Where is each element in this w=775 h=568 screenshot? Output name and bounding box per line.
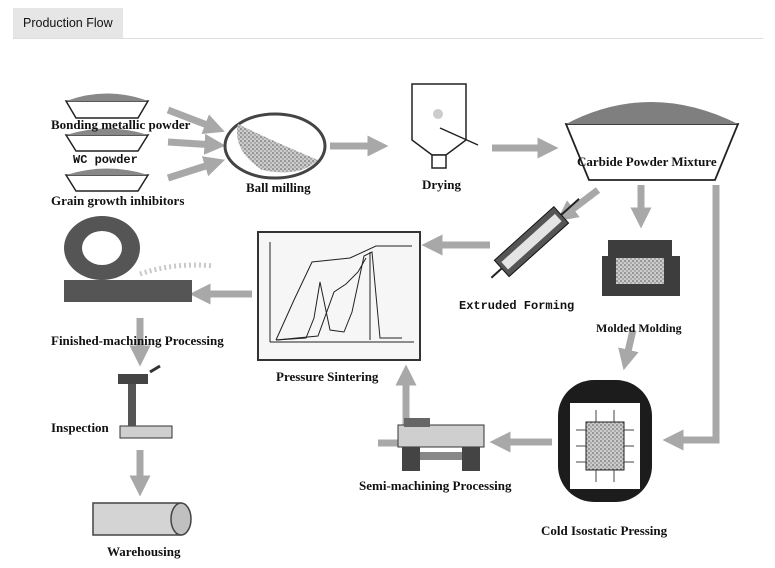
arrow-bonding-to-mill	[166, 106, 225, 135]
cold-isostatic-press	[558, 380, 652, 502]
grinding-wheel	[64, 216, 215, 302]
label-ball-milling: Ball milling	[246, 180, 311, 195]
inhibitors-bowl	[64, 168, 150, 192]
label-semi-machining: Semi-machining Processing	[359, 478, 512, 493]
arrow-mixture-to-extruded	[556, 187, 601, 222]
bonding-powder-bowl	[64, 93, 150, 119]
mold-block	[602, 240, 680, 296]
label-inspection: Inspection	[51, 420, 109, 435]
arrow-mixture-to-cip	[662, 185, 720, 451]
arrow-molded-to-cip	[618, 329, 639, 371]
flow-arrows	[129, 106, 720, 497]
label-drying: Drying	[422, 177, 461, 192]
microscope	[118, 364, 173, 439]
label-warehousing: Warehousing	[107, 544, 181, 559]
sintering-chart-panel	[257, 231, 421, 361]
carbide-mixture-bowl	[564, 102, 740, 181]
label-carbide-mixture: Carbide Powder Mixture	[577, 154, 717, 169]
label-finished-machining: Finished-machining Processing	[51, 333, 224, 348]
label-grain-inhibitors: Grain growth inhibitors	[51, 193, 185, 208]
label-bonding-powder: Bonding metallic powder	[51, 117, 191, 132]
wc-powder-bowl	[64, 128, 150, 152]
label-wc-powder: WC powder	[73, 153, 138, 167]
tab-underline	[13, 38, 763, 39]
warehouse-bar	[92, 502, 192, 536]
ball-mill-drum	[223, 112, 327, 180]
drying-tower	[411, 83, 479, 169]
arrow-inhibitors-to-mill	[166, 156, 226, 182]
extruder-machine	[490, 198, 580, 279]
label-cold-isostatic: Cold Isostatic Pressing	[541, 523, 668, 538]
label-molded-molding: Molded Molding	[596, 321, 682, 335]
label-pressure-sintering: Pressure Sintering	[276, 369, 379, 384]
semi-machining-lathe	[397, 418, 485, 471]
tab-production-flow[interactable]: Production Flow	[13, 8, 123, 38]
arrow-wc-to-mill	[167, 133, 226, 155]
label-extruded-forming: Extruded Forming	[459, 299, 575, 313]
